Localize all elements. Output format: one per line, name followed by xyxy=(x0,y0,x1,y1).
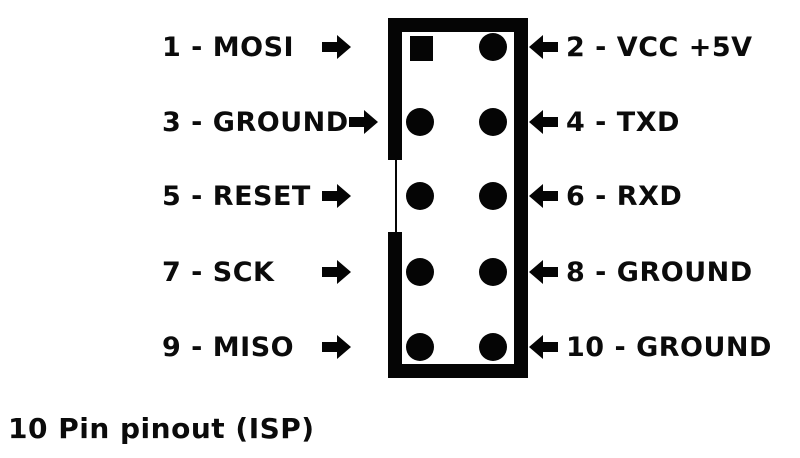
arrow-right-icon xyxy=(322,34,352,60)
pin-10-label: 10 - GROUND xyxy=(566,331,772,363)
connector-wall-left-upper xyxy=(388,18,402,160)
pin-7-dot xyxy=(406,258,434,286)
connector-wall-bottom xyxy=(388,364,528,378)
pin-1-label: 1 - MOSI xyxy=(162,31,295,63)
pin-4-dot xyxy=(479,108,507,136)
pin-10-dot xyxy=(479,333,507,361)
arrow-left-icon xyxy=(528,109,558,135)
pin-3-label: 3 - GROUND xyxy=(162,106,349,138)
pin-5-label: 5 - RESET xyxy=(162,180,311,212)
pin-7-label: 7 - SCK xyxy=(162,256,275,288)
pin-row-2: 2 - VCC +5V xyxy=(528,28,753,66)
connector-key-notch xyxy=(395,160,397,232)
pin-row-6: 6 - RXD xyxy=(528,177,682,215)
arrow-right-icon xyxy=(322,259,352,285)
arrow-left-icon xyxy=(528,34,558,60)
connector-wall-right xyxy=(514,18,528,378)
pin-row-9: 9 - MISO xyxy=(162,328,352,366)
arrow-right-icon xyxy=(348,109,379,135)
diagram-caption: 10 Pin pinout (ISP) xyxy=(8,412,315,445)
pin-2-dot xyxy=(479,33,507,61)
pin-9-dot xyxy=(406,333,434,361)
pin-3-dot xyxy=(406,108,434,136)
arrow-left-icon xyxy=(528,183,558,209)
pin-6-label: 6 - RXD xyxy=(566,180,683,212)
pin-5-dot xyxy=(406,182,434,210)
pin-row-5: 5 - RESET xyxy=(162,177,352,215)
pin-8-label: 8 - GROUND xyxy=(566,256,753,288)
pin-2-label: 2 - VCC +5V xyxy=(566,31,753,63)
arrow-right-icon xyxy=(322,334,352,360)
pin-9-label: 9 - MISO xyxy=(162,331,295,363)
pin-row-3: 3 - GROUND xyxy=(162,103,378,141)
pin-row-4: 4 - TXD xyxy=(528,103,680,141)
pin-8-dot xyxy=(479,258,507,286)
pin-row-1: 1 - MOSI xyxy=(162,28,352,66)
pin-1-square xyxy=(410,36,433,61)
arrow-left-icon xyxy=(528,334,558,360)
pin-row-8: 8 - GROUND xyxy=(528,253,753,291)
connector-wall-top xyxy=(388,18,528,32)
arrow-left-icon xyxy=(528,259,558,285)
pin-row-7: 7 - SCK xyxy=(162,253,352,291)
arrow-right-icon xyxy=(322,183,352,209)
pin-4-label: 4 - TXD xyxy=(566,106,680,138)
pin-row-10: 10 - GROUND xyxy=(528,328,772,366)
connector-wall-left-lower xyxy=(388,232,402,378)
pin-6-dot xyxy=(479,182,507,210)
